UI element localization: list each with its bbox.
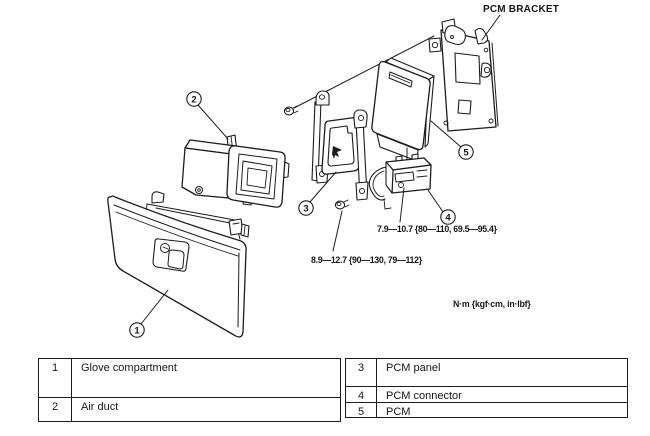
leader-callout-5 — [430, 120, 462, 148]
legend-label: Glove compartment — [81, 362, 177, 374]
leader-callout-2 — [197, 104, 229, 140]
pcm-bracket-label: PCM BRACKET — [483, 4, 559, 15]
legend-num: 1 — [39, 359, 72, 397]
pcm-bracket-drawing — [428, 18, 499, 132]
leader-callout-4 — [427, 189, 444, 213]
callout-5-number: 5 — [463, 148, 469, 159]
legend-num: 3 — [346, 359, 377, 386]
leader-callout-1 — [140, 289, 169, 325]
legend-label: PCM connector — [386, 390, 462, 402]
legend-label: PCM panel — [386, 362, 441, 374]
legend-row-glove-compartment: 1 Glove compartment — [39, 359, 340, 397]
callout-5: 5 — [458, 144, 474, 160]
legend-row-air-duct: 2 Air duct — [39, 397, 340, 421]
callout-2: 2 — [186, 91, 202, 107]
torque-spec-connector: 7.9—10.7 {80—110, 69.5—95.4} — [377, 224, 498, 234]
callout-3-number: 3 — [303, 204, 308, 215]
bolt-lower — [334, 199, 350, 210]
callout-4: 4 — [440, 209, 456, 225]
leader-torque-panel — [332, 210, 343, 252]
torque-spec-panel: 8.9—12.7 {90—130, 79—112} — [311, 255, 423, 265]
legend-label: PCM — [386, 406, 411, 418]
pcm-connector-drawing — [368, 153, 432, 210]
legend-row-pcm-panel: 3 PCM panel — [346, 359, 627, 386]
glove-compartment-drawing — [107, 195, 247, 338]
legend-row-pcm-connector: 4 PCM connector — [346, 386, 627, 402]
callout-4-number: 4 — [445, 213, 451, 224]
leader-torque-connector — [399, 187, 405, 223]
callout-1-number: 1 — [134, 326, 140, 337]
latch-handle — [167, 249, 185, 270]
glove-bin-drawing — [145, 191, 250, 240]
legend-num: 5 — [346, 403, 377, 418]
callout-1: 1 — [129, 322, 145, 338]
panel-clip-mark — [332, 146, 342, 159]
air-duct-drawing — [181, 134, 286, 208]
legend-table-right: 3 PCM panel 4 PCM connector 5 PCM — [345, 358, 628, 418]
leader-bracket-label — [481, 14, 501, 41]
callout-2-number: 2 — [191, 95, 196, 106]
legend-table-left: 1 Glove compartment 2 Air duct — [38, 358, 341, 422]
legend-num: 2 — [39, 398, 72, 421]
legend-label: Air duct — [81, 401, 119, 413]
pcm-panel-drawing — [276, 90, 369, 201]
harness-wire — [368, 166, 387, 201]
legend-row-pcm: 5 PCM — [346, 402, 627, 418]
pcm-drawing — [371, 57, 435, 162]
torque-units-note: N·m {kgf·cm, in·lbf} — [453, 299, 531, 309]
callout-3: 3 — [298, 200, 314, 216]
bolt-upper — [283, 105, 299, 116]
legend-num: 4 — [346, 387, 377, 402]
exploded-diagram: 1 2 3 4 5 PCM BRACKET 7.9—10.7 {80—110, … — [107, 4, 559, 338]
leader-callout-3 — [309, 171, 337, 203]
